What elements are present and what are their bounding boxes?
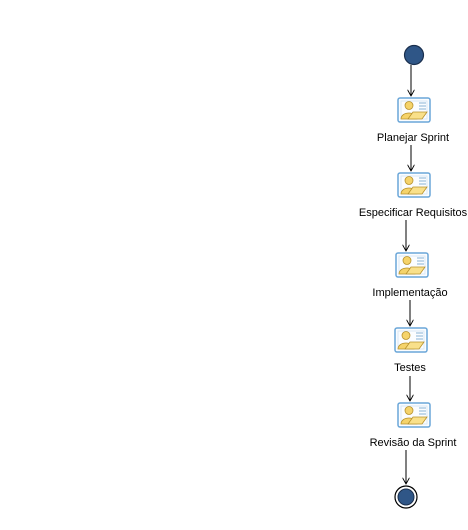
final-node-icon[interactable]: [394, 485, 418, 509]
initial-node-icon[interactable]: [403, 44, 425, 66]
activity-node-especificar-requisitos[interactable]: [397, 172, 431, 198]
activity-icon: [397, 97, 431, 123]
activity-label: Planejar Sprint: [377, 132, 449, 144]
activity-node-implementacao[interactable]: [395, 252, 429, 278]
activity-node-planejar-sprint[interactable]: [397, 97, 431, 123]
activity-icon: [394, 327, 428, 353]
activity-label: Especificar Requisitos: [359, 207, 468, 219]
activity-icon: [397, 402, 431, 428]
activity-node-revisao-da-sprint[interactable]: [397, 402, 431, 428]
activity-icon: [395, 252, 429, 278]
activity-label: Implementação: [372, 287, 447, 299]
activity-label: Revisão da Sprint: [370, 437, 457, 449]
activity-node-testes[interactable]: [394, 327, 428, 353]
activity-icon: [397, 172, 431, 198]
activity-label: Testes: [394, 362, 426, 374]
